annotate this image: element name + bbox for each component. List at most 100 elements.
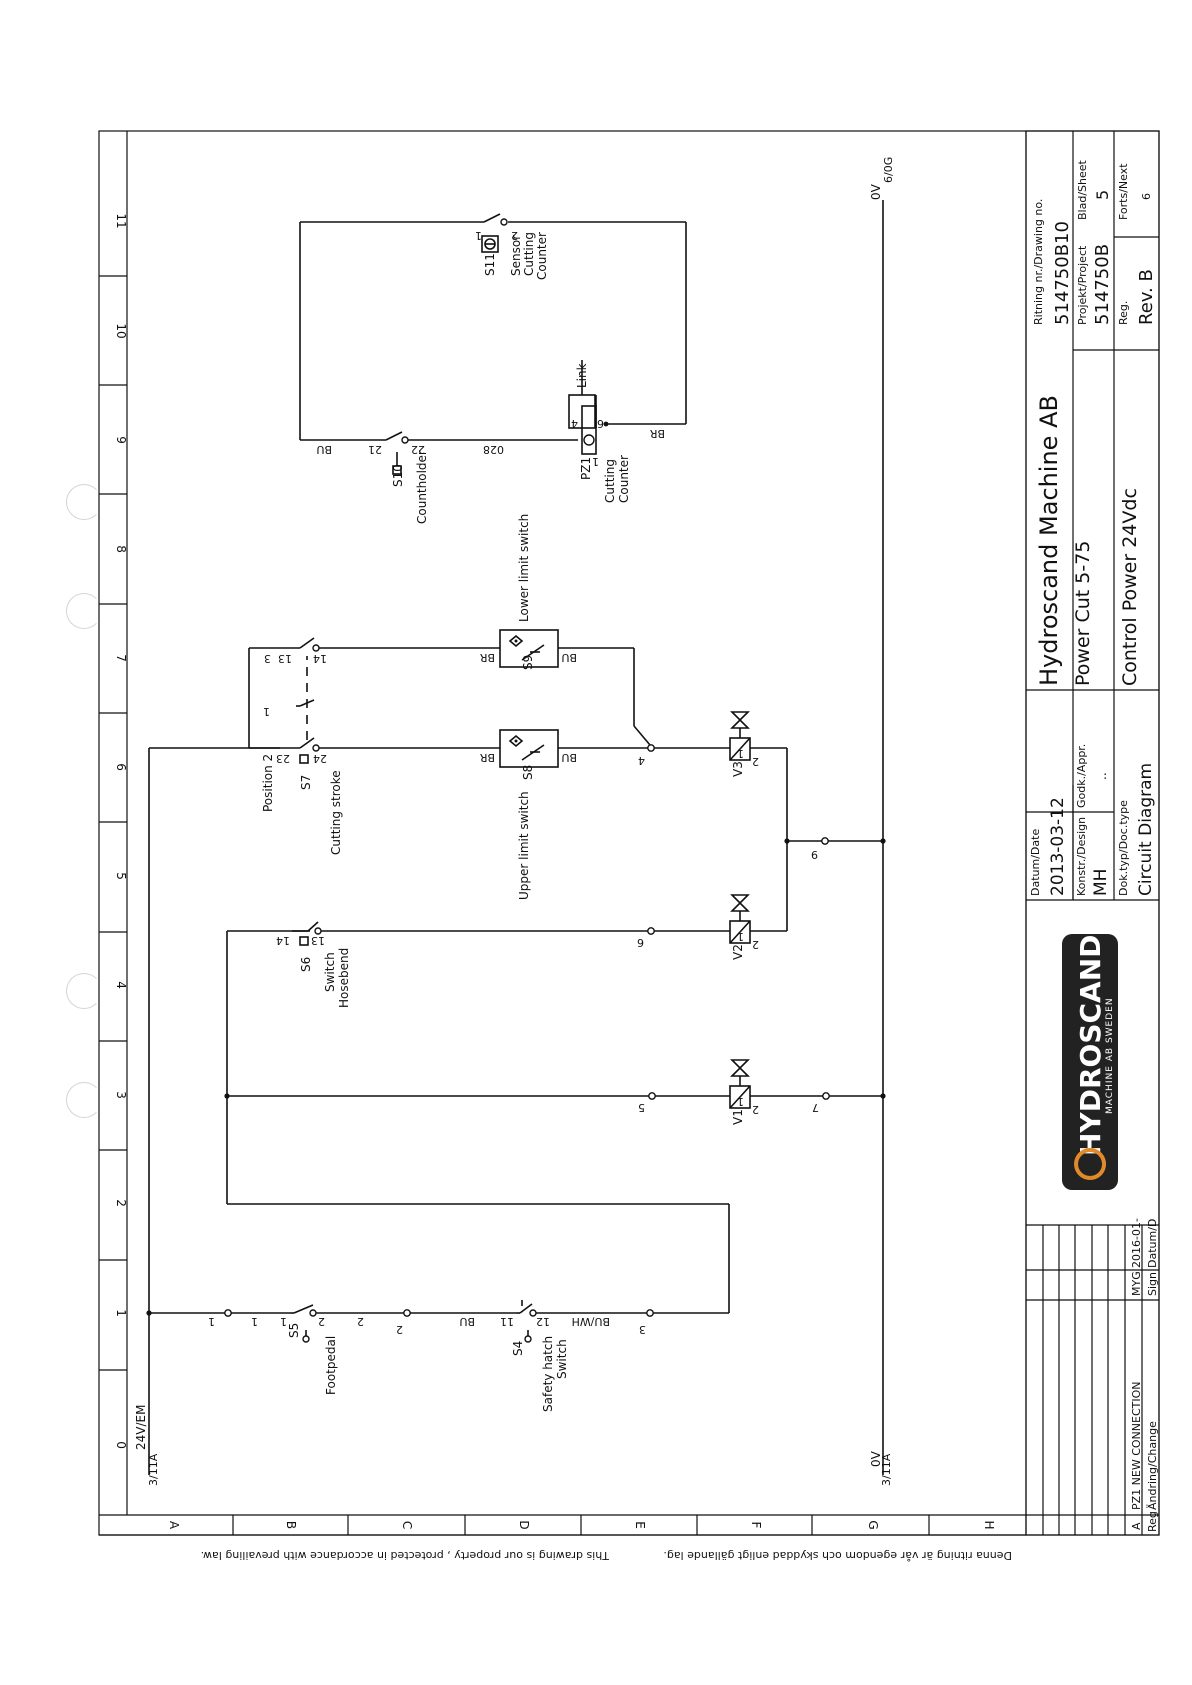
wire-number: 4: [638, 754, 645, 767]
wire-number: 9: [811, 848, 818, 861]
column-label: 8: [114, 545, 128, 553]
revision-change-header: Ändring/Change: [1146, 1421, 1159, 1510]
terminal-label: 2: [752, 938, 759, 951]
position-2-branch: 23 24 S7 Position 2 Cutting stroke 1 3 1…: [248, 514, 787, 900]
component-tag: V3: [731, 761, 745, 777]
component-tag: V1: [731, 1109, 745, 1125]
wire-number: 7: [812, 1101, 819, 1114]
component-name: Footpedal: [324, 1336, 338, 1395]
row-label: G: [866, 1520, 880, 1529]
zero-ref-2: 6/0G: [882, 157, 895, 183]
terminal-label: 14: [313, 652, 327, 665]
terminal-label: 21: [368, 443, 382, 456]
component-tag: S4: [511, 1341, 525, 1356]
revision-sign: MYG: [1130, 1271, 1143, 1296]
column-zones: [99, 275, 127, 1371]
terminal-label: 1: [280, 1315, 287, 1328]
footpedal-branch: 1 1 1 2 2 2 S5 Footpedal BU 11 12 BU/WH …: [146, 931, 730, 1412]
column-label: 1: [114, 1309, 128, 1317]
component-name: Cutting stroke: [329, 770, 343, 855]
counter-branch: BU 21 22 S10 Countholder 028 4 6 1 PZ1 C…: [299, 213, 687, 524]
component-tag: S8: [521, 765, 535, 780]
date-label: Datum/Date: [1029, 829, 1042, 896]
terminal-label: 1: [737, 930, 744, 943]
column-label: 10: [114, 323, 128, 338]
zero-volt-rail: 0V 3/11A 0V 6/0G: [869, 157, 895, 1486]
column-label: 0: [114, 1441, 128, 1449]
column-label: 7: [114, 654, 128, 662]
row-label: H: [982, 1520, 996, 1529]
revision-reg-header: Reg: [1146, 1511, 1159, 1532]
sheet-label: Blad/Sheet: [1076, 159, 1089, 220]
wire-number: 3: [264, 652, 271, 665]
revision: Rev. B: [1136, 269, 1157, 325]
valve-v2-branch: 14 13 S6 Switch Hosebend 6 1 2 V2 9: [227, 748, 886, 1008]
component-tag: S7: [299, 775, 313, 790]
row-label: E: [633, 1521, 647, 1529]
drawing-label: Ritning nr./Drawing no.: [1032, 199, 1045, 325]
column-labels: 0 1 2 3 4 5 6 7 8 9 10 11: [114, 213, 128, 1448]
component-tag: V2: [731, 944, 745, 960]
wire-number: 1: [251, 1315, 258, 1328]
hydroscand-logo: HYDROSCAND MACHINE AB SWEDEN: [1062, 934, 1118, 1190]
terminal-label: 4: [571, 417, 578, 430]
terminal-label: 2: [318, 1315, 325, 1328]
sheet-number: 5: [1093, 190, 1112, 200]
notice-line-1: Denna ritning är vår egendom och skyddad…: [663, 1549, 1012, 1562]
component-name: Safety hatch: [541, 1336, 555, 1412]
terminal-label: 1: [475, 229, 482, 242]
wire-number: 5: [638, 1101, 645, 1114]
punch-hole: [66, 593, 102, 629]
terminal-label: 2: [752, 755, 759, 768]
link-label: Link: [575, 363, 589, 388]
product-name: Power Cut 5-75: [1072, 541, 1094, 686]
supply-rail-24v: 24V/EM 3/11A: [134, 747, 280, 1486]
terminal-label: 1: [263, 705, 270, 718]
wire-color: BU/WH: [572, 1315, 610, 1328]
component-name: Counter: [535, 232, 549, 280]
terminal-label: 24: [313, 752, 327, 765]
company-name: Hydroscand Machine AB: [1035, 395, 1063, 686]
terminal-label: 11: [500, 1315, 514, 1328]
column-label: 3: [114, 1091, 128, 1099]
wire-number: 6: [637, 936, 644, 949]
revision-date: 2016-01-: [1130, 1218, 1143, 1268]
row-label: A: [167, 1521, 181, 1530]
doctype-label: Dok.typ/Doc.type: [1117, 800, 1130, 896]
title-block: Ritning nr./Drawing no. 514750B10 Projek…: [1025, 130, 1160, 1536]
component-name: Counter: [617, 455, 631, 503]
component-name: Switch: [555, 1339, 569, 1379]
component-tag: S10: [391, 464, 405, 487]
supply-label: 24V/EM: [134, 1405, 148, 1450]
component-name: Position 2: [261, 754, 275, 812]
column-label: 6: [114, 763, 128, 771]
logo-text: HYDROSCAND: [1074, 935, 1107, 1156]
row-label: F: [749, 1522, 763, 1529]
valve-v1-branch: 5 1 2 V1 7: [227, 1059, 886, 1125]
terminal-label: 2: [752, 1103, 759, 1116]
notice-line-2: This drawing is our property , protected…: [201, 1549, 610, 1562]
approval-label: Godk./Appr.: [1075, 744, 1088, 808]
component-name: Lower limit switch: [517, 514, 531, 622]
project-label: Projekt/Project: [1076, 245, 1089, 325]
next-sheet: 6: [1140, 193, 1153, 200]
component-tag: S5: [287, 1323, 301, 1338]
drawing-number: 514750B10: [1052, 221, 1073, 325]
terminal-label: 1: [737, 747, 744, 760]
component-name: Countholder: [415, 450, 429, 524]
zero-label: 0V: [869, 1450, 883, 1467]
revision-reg: A: [1130, 1522, 1143, 1530]
wire-color: BU: [561, 751, 577, 764]
terminal-label: 12: [536, 1315, 550, 1328]
approval: ..: [1095, 772, 1109, 780]
component-tag: S9: [521, 655, 535, 670]
column-label: 2: [114, 1199, 128, 1207]
component-name: Cutting: [522, 232, 536, 276]
punch-hole: [66, 973, 102, 1009]
row-label: C: [400, 1521, 414, 1529]
column-label: 9: [114, 436, 128, 444]
row-labels: A B C D E F G H: [167, 1520, 996, 1530]
revision-change: PZ1 NEW CONNECTION: [1130, 1382, 1143, 1511]
logo-subtext: MACHINE AB SWEDEN: [1105, 997, 1115, 1114]
